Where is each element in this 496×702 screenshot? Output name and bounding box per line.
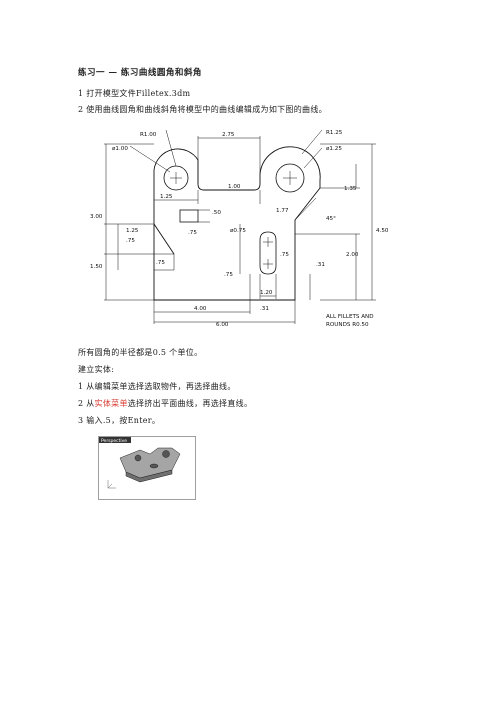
solid-step-1: 1 从编辑菜单选择选取物件，再选择曲线。 bbox=[78, 382, 236, 391]
dim-v150: 1.50 bbox=[90, 264, 103, 270]
step-1: 1 打开模型文件Filletex.3dm bbox=[78, 88, 190, 99]
dim-h100: 1.00 bbox=[228, 184, 241, 190]
dim-v075e: .75 bbox=[224, 272, 233, 278]
dim-v075a: .75 bbox=[126, 238, 135, 244]
axis-icon bbox=[107, 480, 116, 489]
step-text: 打开模型文件Filletex.3dm bbox=[86, 89, 191, 98]
dim-s177: 1.77 bbox=[276, 208, 289, 214]
step-number: 1 bbox=[78, 89, 84, 98]
step-text: 使用曲线圆角和曲线斜角将模型中的曲线编辑成为如下图的曲线。 bbox=[86, 105, 327, 114]
dim-v200: 2.00 bbox=[346, 252, 359, 258]
drawing-note-1: ALL FILLETS AND bbox=[326, 314, 374, 320]
solid-heading: 建立实体: bbox=[78, 365, 115, 374]
dim-v300: 3.00 bbox=[90, 214, 103, 220]
dim-d075: ø0.75 bbox=[230, 228, 246, 234]
dimension-texts: R1.00 ø1.00 R1.25 ø1.25 2.75 1.00 1.25 .… bbox=[90, 130, 389, 328]
viewport-label: Perspective bbox=[101, 438, 127, 444]
solid-step-2: 2 从实体菜单选择挤出平面曲线，再选择直线。 bbox=[78, 399, 253, 408]
perspective-viewport[interactable]: Perspective bbox=[98, 436, 196, 500]
part-outline bbox=[153, 146, 321, 301]
dim-w031: .31 bbox=[260, 306, 269, 312]
dim-v075c: .75 bbox=[156, 260, 165, 266]
extruded-part bbox=[119, 447, 181, 483]
drawing-note-2: ROUNDS R0.50 bbox=[326, 322, 369, 328]
dim-r125: R1.25 bbox=[326, 130, 343, 136]
dim-w120: 1.20 bbox=[260, 290, 273, 296]
dim-v450: 4.50 bbox=[376, 228, 389, 234]
dim-v125: 1.25 bbox=[126, 228, 139, 234]
dim-d125: ø1.25 bbox=[326, 146, 342, 152]
dim-w125: 1.25 bbox=[160, 194, 173, 200]
dim-v075b: .75 bbox=[188, 230, 197, 236]
center-lines bbox=[170, 171, 297, 269]
dim-a45: 45° bbox=[326, 216, 336, 222]
dim-v075d: .75 bbox=[280, 252, 289, 258]
page-title: 练习一 — 练习曲线圆角和斜角 bbox=[78, 68, 202, 78]
step-number: 2 bbox=[78, 105, 84, 114]
dimension-lines bbox=[104, 129, 376, 324]
dim-v031: .31 bbox=[316, 262, 325, 268]
dim-d100: ø1.00 bbox=[112, 146, 128, 152]
dim-v135: 1.35 bbox=[344, 186, 357, 192]
dim-r100: R1.00 bbox=[140, 132, 157, 138]
menu-link-solid[interactable]: 实体菜单 bbox=[94, 399, 128, 408]
step-2: 2 使用曲线圆角和曲线斜角将模型中的曲线编辑成为如下图的曲线。 bbox=[78, 104, 327, 115]
fillet-note: 所有圆角的半径都是0.5 个单位。 bbox=[78, 348, 203, 357]
solid-step-3: 3 输入.5，按Enter。 bbox=[78, 416, 161, 425]
technical-drawing: R1.00 ø1.00 R1.25 ø1.25 2.75 1.00 1.25 .… bbox=[90, 129, 389, 328]
dim-w600: 6.00 bbox=[216, 322, 229, 328]
dim-w050: .50 bbox=[212, 210, 221, 216]
dim-w400: 4.00 bbox=[194, 306, 207, 312]
dim-w275: 2.75 bbox=[222, 132, 235, 138]
